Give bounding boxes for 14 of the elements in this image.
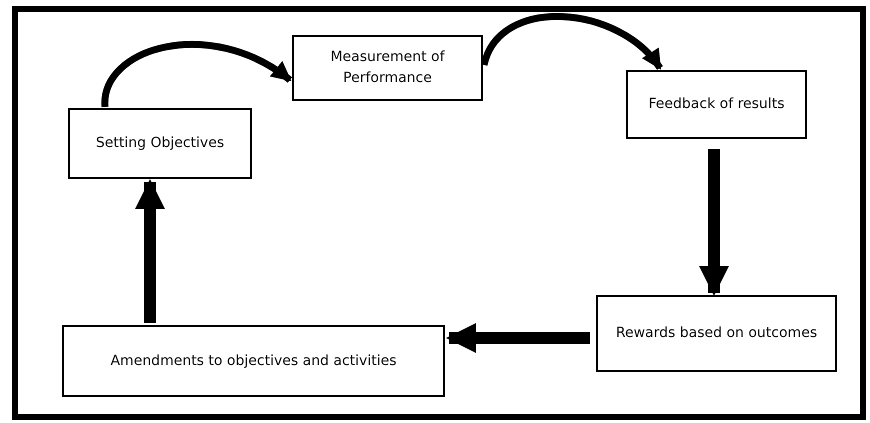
process-box: [62, 325, 445, 397]
process-box: [596, 295, 837, 372]
box-label: Rewards based on outcomes: [616, 324, 818, 343]
arrow: [446, 323, 590, 353]
box-label: Measurement of Performance: [329, 48, 446, 88]
arrow: [135, 179, 165, 323]
process-box: [626, 70, 807, 139]
arrow: [102, 41, 292, 108]
box-label: Amendments to objectives and activities: [110, 352, 397, 370]
box-label: Feedback of results: [648, 95, 784, 114]
process-box: [292, 35, 483, 101]
box-label: Setting Objectives: [96, 134, 224, 153]
process-box: [68, 108, 252, 179]
arrow: [699, 149, 729, 296]
